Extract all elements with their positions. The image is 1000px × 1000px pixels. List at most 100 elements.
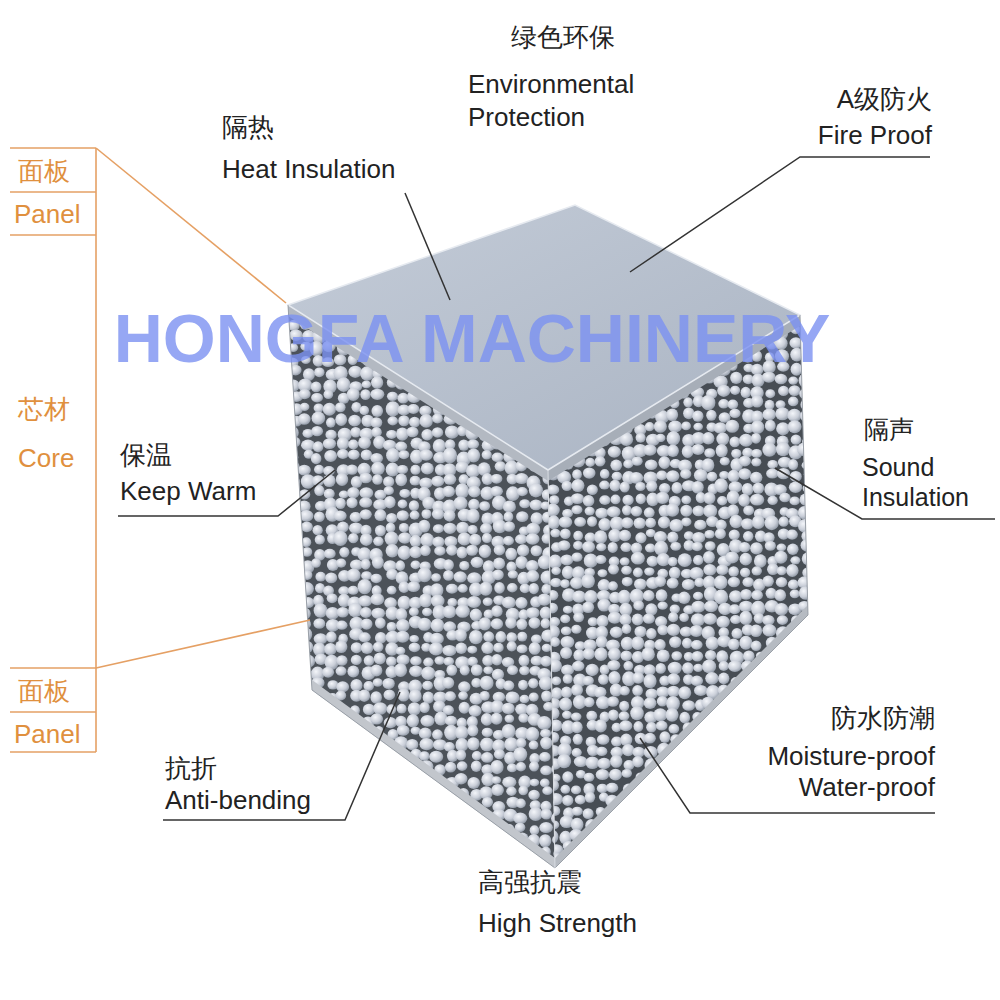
eps-bead	[311, 426, 323, 436]
eps-bead	[337, 437, 349, 450]
eps-bead	[503, 521, 515, 532]
eps-bead	[743, 505, 754, 515]
eps-bead	[506, 846, 517, 858]
eps-bead	[582, 602, 594, 613]
eps-bead	[276, 681, 286, 692]
eps-bead	[608, 612, 622, 624]
eps-bead	[397, 725, 410, 736]
eps-bead	[420, 414, 433, 428]
eps-bead	[290, 835, 300, 846]
eps-bead	[668, 557, 678, 567]
eps-bead	[311, 753, 322, 765]
eps-bead	[313, 872, 326, 885]
eps-bead	[680, 505, 692, 517]
eps-bead	[480, 737, 494, 751]
eps-bead	[586, 664, 599, 677]
eps-bead	[339, 872, 349, 880]
eps-bead	[311, 381, 322, 392]
eps-bead	[608, 542, 618, 553]
eps-bead	[278, 861, 290, 873]
eps-bead	[631, 636, 644, 650]
eps-bead	[669, 519, 683, 532]
eps-bead	[324, 450, 337, 462]
eps-bead	[347, 751, 359, 764]
eps-bead	[492, 452, 504, 462]
eps-bead	[775, 603, 788, 616]
eps-bead	[516, 799, 526, 809]
eps-bead	[540, 729, 551, 738]
eps-bead	[359, 406, 369, 416]
eps-bead	[584, 697, 595, 707]
eps-bead	[299, 833, 312, 847]
eps-bead	[703, 613, 717, 625]
eps-bead	[410, 511, 420, 520]
eps-bead	[382, 753, 395, 765]
eps-bead	[311, 833, 323, 846]
eps-bead	[740, 553, 752, 566]
eps-bead	[573, 612, 584, 622]
eps-bead	[457, 547, 468, 559]
eps-bead	[525, 727, 539, 741]
eps-bead	[466, 509, 479, 523]
eps-bead	[714, 422, 727, 433]
eps-bead	[703, 504, 717, 518]
eps-bead	[337, 820, 348, 832]
eps-bead	[325, 430, 336, 440]
eps-bead	[419, 478, 432, 489]
eps-bead	[386, 430, 397, 439]
eps-bead	[702, 432, 714, 444]
eps-bead	[693, 423, 703, 431]
eps-bead	[289, 559, 301, 572]
eps-bead	[570, 577, 583, 589]
eps-bead	[348, 810, 358, 820]
eps-bead	[312, 525, 322, 535]
eps-bead	[373, 537, 383, 547]
eps-bead	[467, 572, 481, 584]
eps-bead	[546, 504, 560, 517]
eps-bead	[467, 646, 477, 654]
eps-bead	[467, 596, 481, 608]
eps-bead	[471, 761, 482, 772]
eps-bead	[777, 544, 787, 552]
eps-bead	[410, 465, 420, 475]
eps-bead	[443, 447, 457, 463]
eps-bead	[467, 725, 478, 737]
eps-bead	[421, 812, 435, 824]
eps-bead	[351, 642, 363, 653]
eps-bead	[468, 486, 481, 498]
eps-bead	[458, 811, 468, 821]
eps-bead	[790, 589, 800, 598]
eps-bead	[299, 627, 313, 642]
eps-bead	[572, 590, 586, 602]
eps-bead	[396, 802, 406, 811]
eps-bead	[409, 607, 419, 616]
eps-bead	[435, 656, 445, 664]
eps-bead	[456, 605, 470, 618]
eps-bead	[310, 714, 324, 726]
eps-bead	[434, 869, 445, 879]
eps-bead	[537, 721, 550, 735]
eps-bead	[338, 859, 350, 871]
eps-bead	[657, 649, 670, 662]
eps-bead	[598, 518, 611, 531]
eps-bead	[479, 501, 490, 511]
eps-bead	[656, 663, 666, 674]
eps-bead	[408, 810, 422, 825]
eps-bead	[715, 528, 726, 539]
eps-bead	[679, 712, 690, 724]
eps-bead	[325, 873, 335, 881]
eps-bead	[364, 655, 374, 666]
eps-bead	[529, 642, 541, 655]
eps-bead	[458, 860, 469, 872]
eps-bead	[537, 716, 551, 730]
eps-bead	[585, 458, 595, 467]
eps-bead	[779, 651, 789, 661]
eps-bead	[313, 809, 327, 820]
eps-bead	[788, 420, 802, 433]
eps-bead	[538, 541, 548, 550]
eps-bead	[335, 402, 345, 412]
eps-bead	[396, 560, 406, 571]
eps-bead	[491, 605, 502, 617]
eps-bead	[299, 822, 311, 833]
eps-bead	[560, 615, 570, 624]
